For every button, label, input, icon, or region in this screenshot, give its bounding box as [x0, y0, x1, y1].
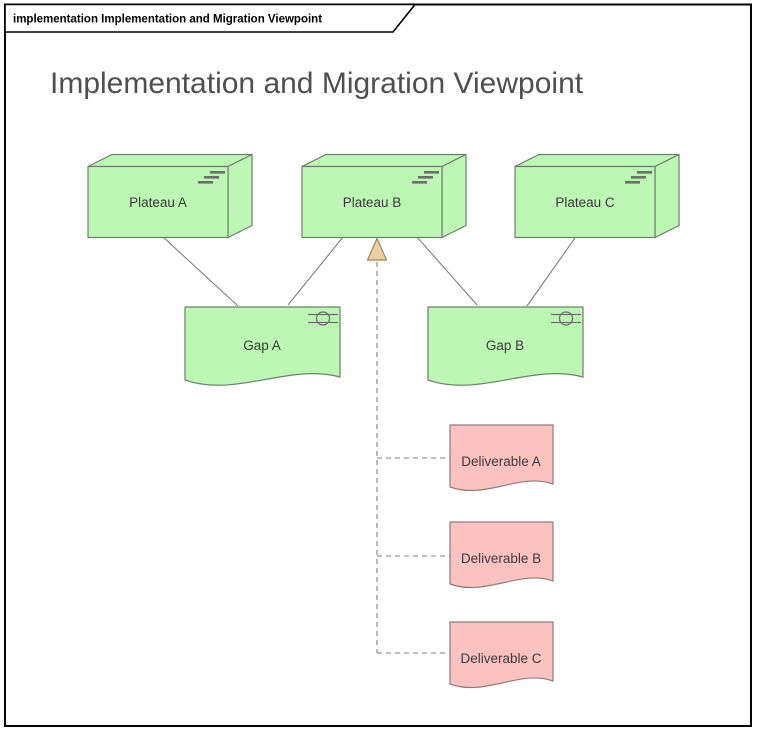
- node-label: Plateau B: [343, 195, 402, 210]
- node-deliverable-b[interactable]: Deliverable B: [449, 521, 554, 589]
- node-label: Plateau A: [129, 195, 187, 210]
- node-label: Gap A: [243, 338, 281, 353]
- node-plateau-b[interactable]: Plateau B: [301, 153, 467, 239]
- frame-tab-label: implementation Implementation and Migrat…: [13, 14, 322, 26]
- plateau-top-face: [87, 153, 253, 168]
- connector-plateau-a-gap-a[interactable]: [162, 236, 239, 307]
- node-gap-a[interactable]: Gap A: [184, 306, 341, 386]
- node-label: Gap B: [486, 338, 524, 353]
- node-plateau-c[interactable]: Plateau C: [514, 153, 680, 239]
- gap-icon: [308, 311, 338, 326]
- diagram-title: Implementation and Migration Viewpoint: [50, 67, 584, 100]
- node-label: Deliverable B: [461, 551, 541, 566]
- node-gap-b[interactable]: Gap B: [427, 306, 584, 386]
- plateau-icon: [412, 171, 439, 184]
- diagram-frame: [4, 3, 752, 727]
- plateau-side-face: [441, 153, 467, 239]
- node-label: Deliverable A: [461, 454, 541, 469]
- connector-plateau-b-gap-a[interactable]: [287, 236, 344, 306]
- deliverable-shape: [449, 424, 554, 492]
- plateau-icon: [198, 171, 225, 184]
- plateau-top-face: [514, 153, 680, 168]
- realization-arrowhead-icon: [366, 237, 388, 261]
- plateau-top-face: [301, 153, 467, 168]
- plateau-side-face: [654, 153, 680, 239]
- gap-shape: [427, 306, 584, 386]
- frame-tab: [4, 3, 417, 33]
- node-plateau-a[interactable]: Plateau A: [87, 153, 253, 239]
- connector-plateau-b-gap-b[interactable]: [416, 236, 478, 306]
- gap-shape: [184, 306, 341, 386]
- realization-dashed-line[interactable]: [376, 262, 450, 654]
- node-deliverable-c[interactable]: Deliverable C: [449, 621, 554, 689]
- deliverable-shape: [449, 621, 554, 689]
- node-label: Plateau C: [555, 195, 615, 210]
- deliverable-shape: [449, 521, 554, 589]
- plateau-icon: [625, 171, 652, 184]
- connector-plateau-c-gap-b[interactable]: [526, 237, 576, 307]
- node-deliverable-a[interactable]: Deliverable A: [449, 424, 554, 492]
- gap-icon: [551, 311, 581, 326]
- plateau-side-face: [227, 153, 253, 239]
- node-label: Deliverable C: [460, 651, 541, 666]
